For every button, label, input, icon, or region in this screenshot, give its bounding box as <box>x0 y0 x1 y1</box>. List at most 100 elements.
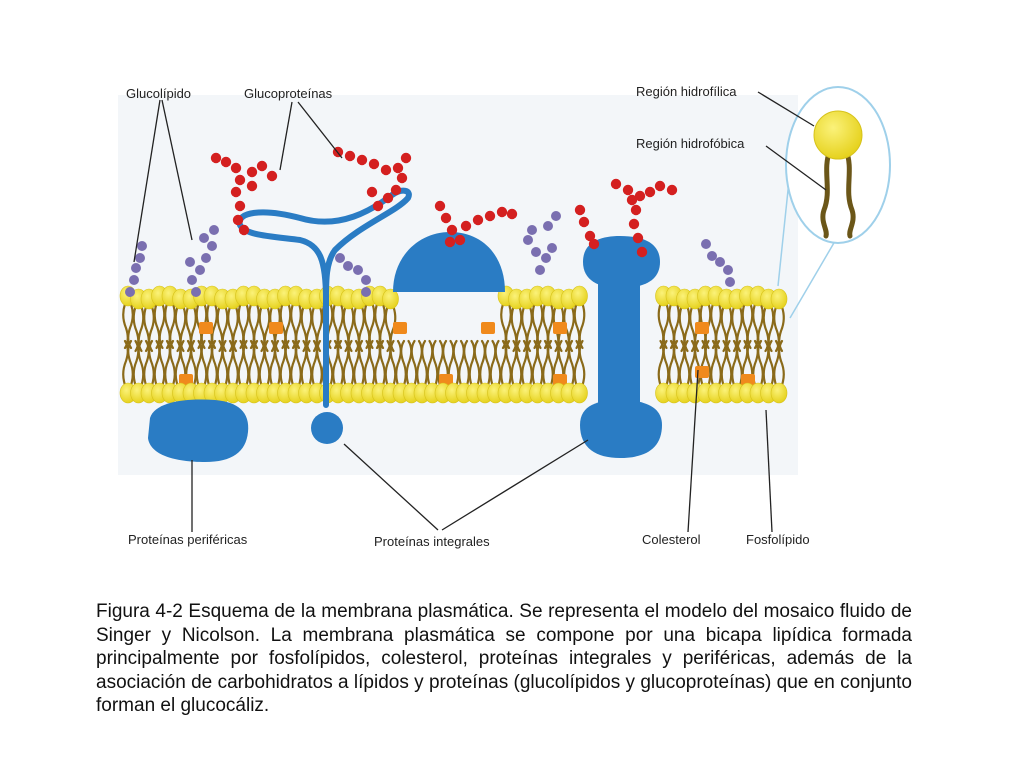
sugar-bead-purple <box>209 225 219 235</box>
tail-pair-bottom <box>342 339 355 387</box>
label-peripheral-proteins: Proteínas periféricas <box>128 532 248 547</box>
integral-protein-dome <box>393 232 505 292</box>
tail-pair-bottom <box>720 339 733 387</box>
sugar-bead-red <box>230 186 242 198</box>
sugar-bead-red <box>636 246 648 258</box>
sugar-bead-red <box>344 150 356 162</box>
sugar-bead-red <box>446 224 458 236</box>
sugar-bead-purple <box>725 277 735 287</box>
label-hydrophilic-region: Región hidrofílica <box>636 84 737 99</box>
sugar-bead-purple <box>715 257 725 267</box>
glycoprotein-chains <box>210 146 678 258</box>
sugar-bead-red <box>372 200 384 212</box>
tail-pair-bottom <box>269 339 281 387</box>
sugar-bead-red <box>574 204 586 216</box>
tail-pair-bottom <box>489 339 502 387</box>
sugar-bead-red <box>246 180 258 192</box>
sugar-bead-red <box>472 214 484 226</box>
tail-pair-bottom <box>279 339 292 387</box>
sugar-bead-red <box>256 160 268 172</box>
tail-pair-bottom <box>479 339 491 387</box>
phospholipid-head-top <box>571 285 588 307</box>
leader-lines <box>133 91 827 533</box>
sugar-bead-red <box>666 184 678 196</box>
tail-pair-bottom <box>363 339 376 387</box>
cholesterol-unit <box>553 322 567 334</box>
sugar-bead-red <box>356 154 368 166</box>
tail-pair-bottom <box>416 339 428 387</box>
tail-pair-bottom <box>290 339 302 387</box>
sugar-bead-purple <box>335 253 345 263</box>
phospholipid-head-bottom <box>571 382 588 404</box>
sugar-bead-purple <box>541 253 551 263</box>
sugar-bead-purple <box>707 251 717 261</box>
peripheral-protein <box>148 399 249 462</box>
integral-protein-ribbon <box>236 187 412 408</box>
sugar-bead-purple <box>547 243 557 253</box>
sugar-bead-red <box>484 210 496 222</box>
label-glycoproteins: Glucoproteínas <box>244 86 333 101</box>
figure-caption: Figura 4-2 Esquema de la membrana plasmá… <box>96 601 912 716</box>
tail-pair-bottom <box>374 339 386 387</box>
sugar-bead-purple <box>353 265 363 275</box>
cholesterol-molecules <box>179 322 755 386</box>
tail-pair-bottom <box>300 339 313 387</box>
sugar-bead-red <box>626 194 638 206</box>
sugar-bead-purple <box>185 257 195 267</box>
sugar-bead-red <box>220 156 232 168</box>
sugar-bead-red <box>454 234 466 246</box>
sugar-bead-red <box>234 200 246 212</box>
sugar-bead-purple <box>361 275 371 285</box>
sugar-bead-purple <box>551 211 561 221</box>
sugar-bead-red <box>266 170 278 182</box>
glycolipid-chains <box>125 211 735 297</box>
cholesterol-unit <box>481 322 495 334</box>
tail-pair-bottom <box>657 339 670 387</box>
sugar-bead-purple <box>361 287 371 297</box>
sugar-bead-purple <box>543 221 553 231</box>
sugar-bead-red <box>434 200 446 212</box>
sugar-bead-red <box>622 184 634 196</box>
sugar-bead-purple <box>135 253 145 263</box>
tail-pair-bottom <box>248 339 260 387</box>
cholesterol-unit <box>269 322 283 334</box>
sugar-bead-red <box>234 174 246 186</box>
tail-pair-bottom <box>237 339 250 387</box>
tail-pair-bottom <box>353 339 365 387</box>
sugar-bead-purple <box>535 265 545 275</box>
sugar-bead-purple <box>191 287 201 297</box>
cholesterol-unit <box>199 322 213 334</box>
sugar-bead-red <box>584 230 596 242</box>
sugar-bead-red <box>380 164 392 176</box>
sugar-bead-red <box>246 166 258 178</box>
tail-pair-bottom <box>122 339 134 387</box>
tail-pair-bottom <box>500 339 512 387</box>
tail-pair-bottom <box>311 339 323 387</box>
sugar-bead-red <box>610 178 622 190</box>
sugar-bead-purple <box>527 225 537 235</box>
sugar-bead-red <box>578 216 590 228</box>
sugar-bead-purple <box>195 265 205 275</box>
sugar-bead-purple <box>201 253 211 263</box>
sugar-bead-purple <box>531 247 541 257</box>
tail-pair-bottom <box>468 339 481 387</box>
tail-pair-bottom <box>153 339 166 387</box>
tail-pair-bottom <box>216 339 229 387</box>
sugar-bead-red <box>444 236 456 248</box>
sugar-bead-purple <box>187 275 197 285</box>
tail-pair-bottom <box>405 339 418 387</box>
tail-pair-bottom <box>510 339 523 387</box>
tail-pair-bottom <box>206 339 218 387</box>
sugar-bead-red <box>400 152 412 164</box>
tail-pair-bottom <box>458 339 470 387</box>
tail-pair-bottom <box>395 339 407 387</box>
sugar-bead-purple <box>125 287 135 297</box>
phospholipid-head-bottom <box>770 382 788 404</box>
sugar-bead-red <box>392 162 404 174</box>
sugar-bead-red <box>460 220 472 232</box>
label-cholesterol: Colesterol <box>642 532 701 547</box>
sugar-bead-red <box>440 212 452 224</box>
inset-hydrophilic-head <box>813 110 863 160</box>
sugar-bead-purple <box>131 263 141 273</box>
sugar-bead-purple <box>343 261 353 271</box>
